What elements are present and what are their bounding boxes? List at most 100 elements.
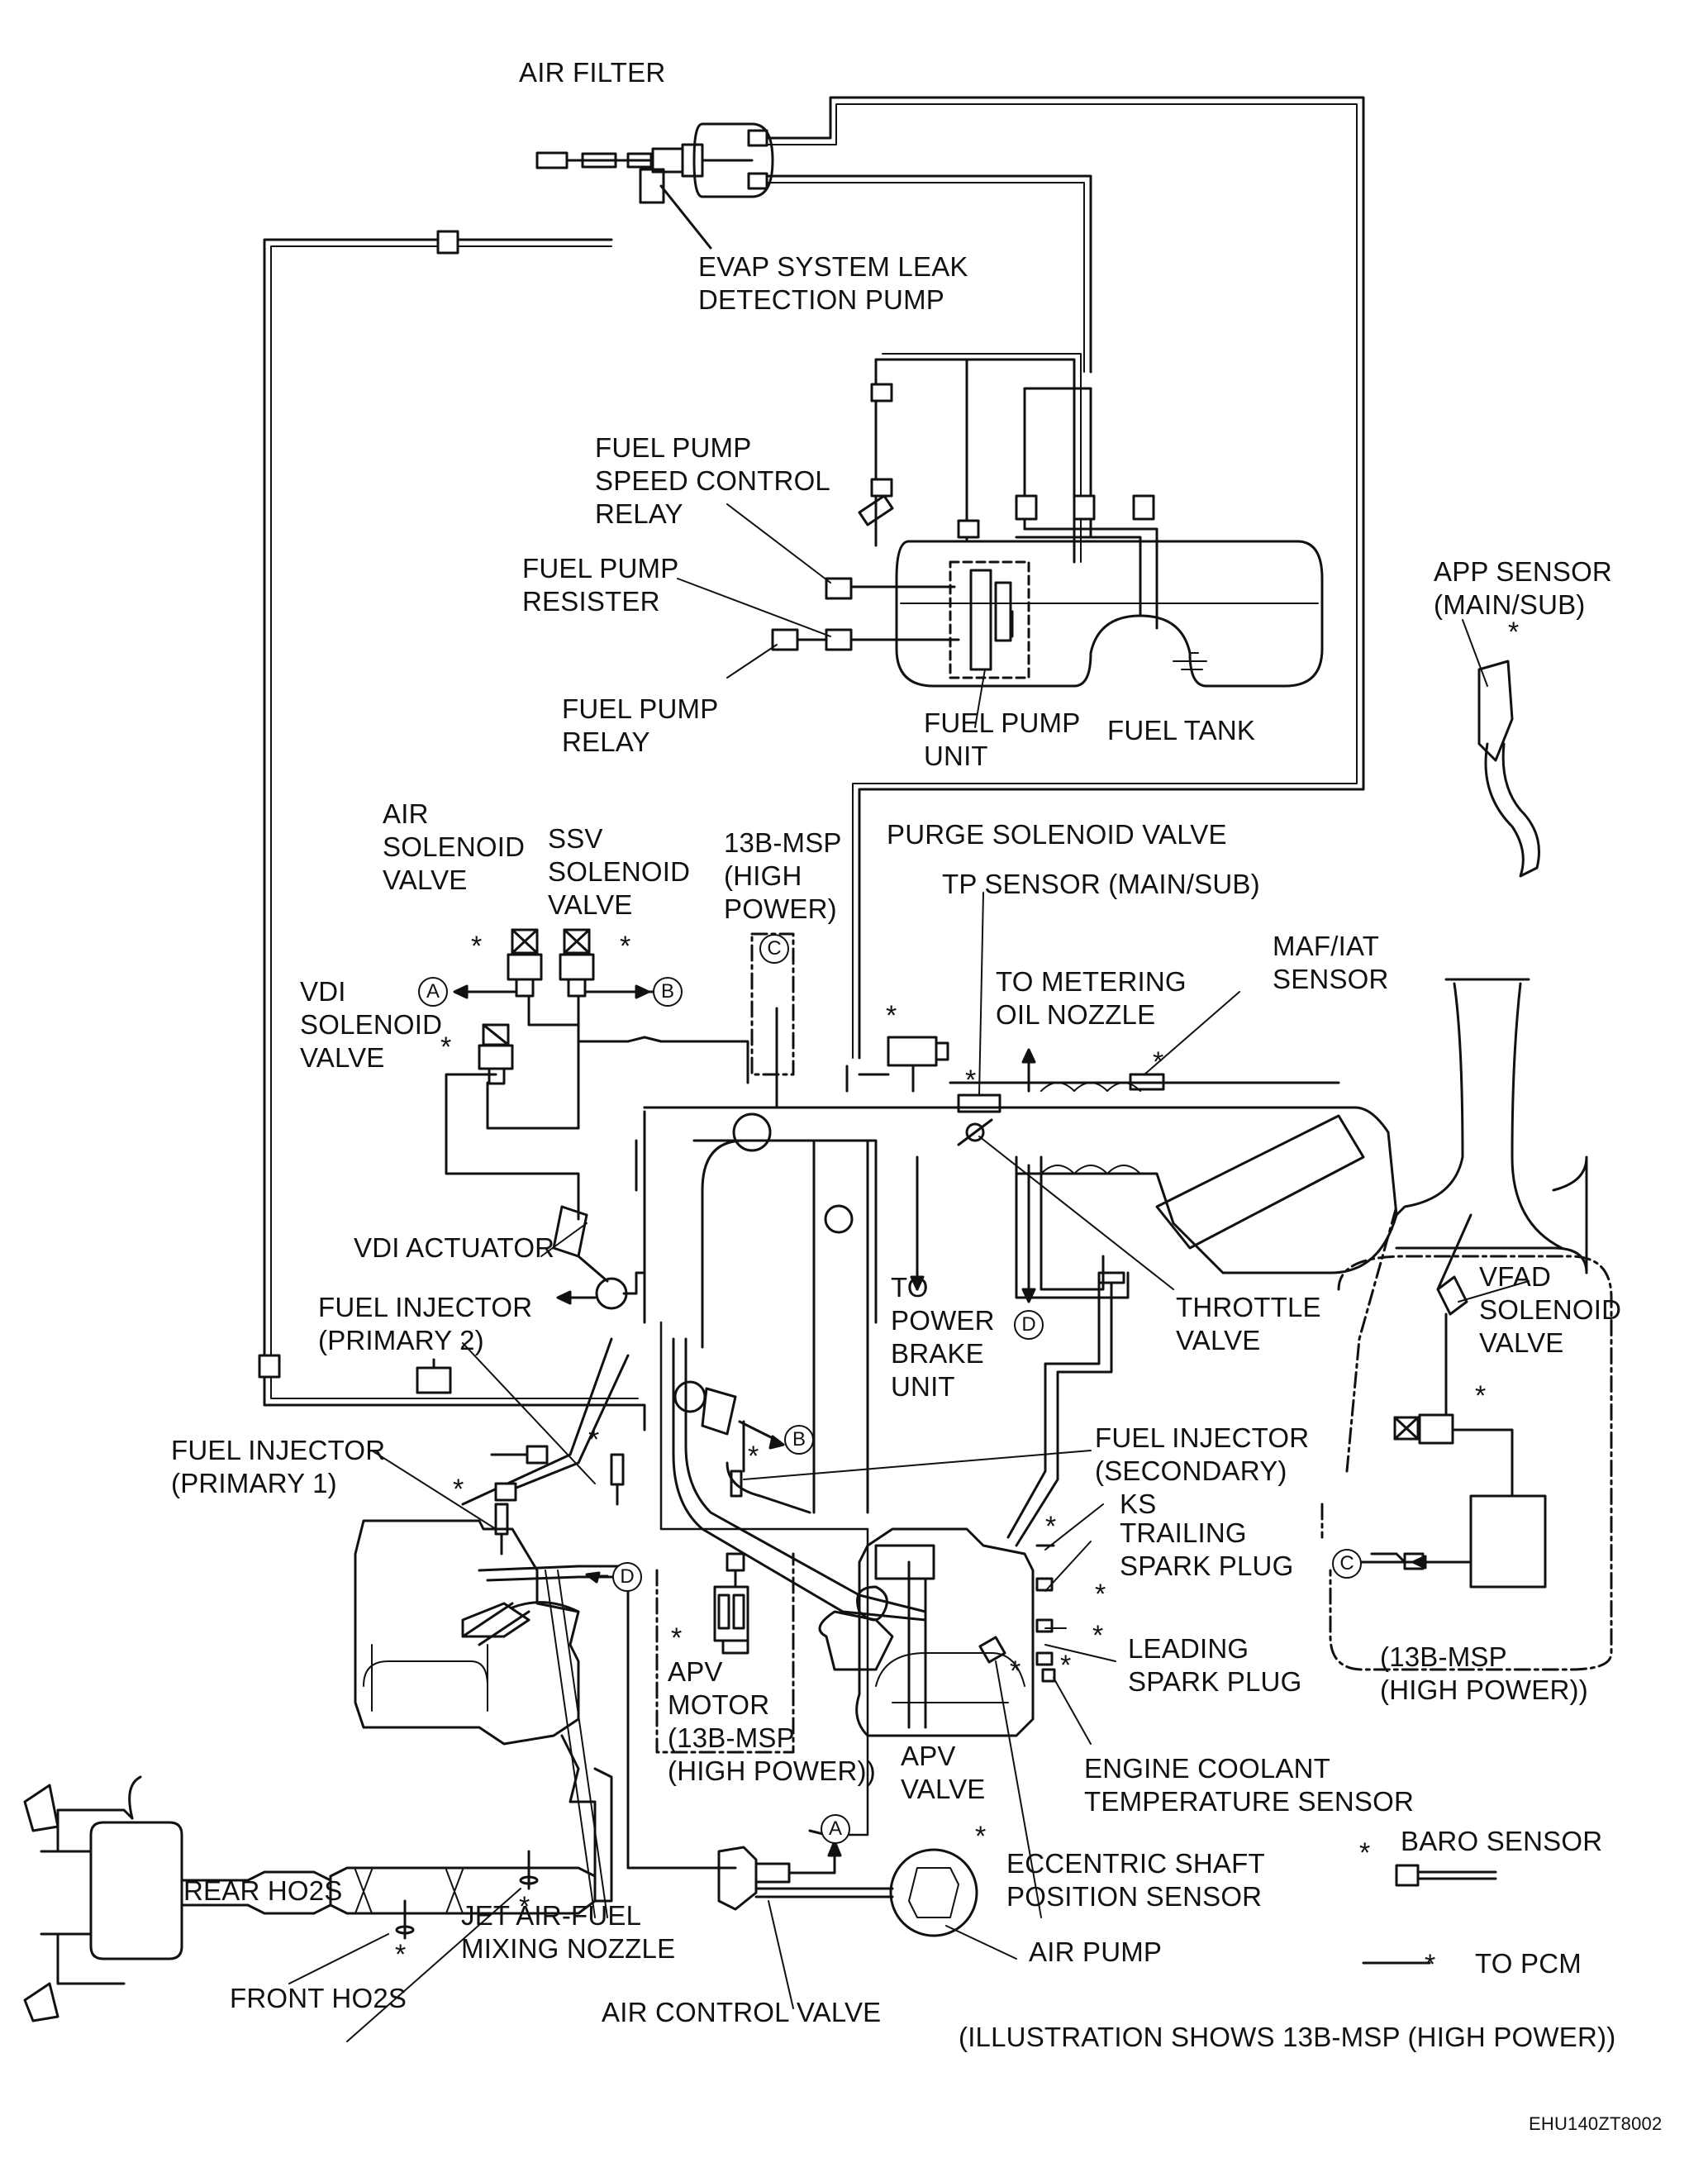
- hose-leak-pump-to-tank: [765, 174, 1092, 374]
- maf-iat-sensor: [1129, 991, 1240, 1091]
- asterisk: *: [519, 1891, 530, 1922]
- hose-left-loop: [263, 238, 646, 1432]
- label-air-pump: AIR PUMP: [1029, 1936, 1163, 1967]
- illustration-note: (ILLUSTRATION SHOWS 13B-MSP (HIGH POWER)…: [959, 2022, 1616, 2052]
- fuel-tank: [895, 540, 1324, 688]
- asterisk: *: [886, 1000, 897, 1031]
- asterisk: *: [1095, 1579, 1106, 1610]
- connector-d-upper: D: [1014, 1310, 1044, 1340]
- asterisk: *: [395, 1939, 407, 1970]
- app-sensor-pedal: [1462, 619, 1540, 878]
- label-front-ho2s: FRONT HO2S: [230, 1983, 407, 2013]
- label-tp-sensor: TP SENSOR (MAIN/SUB): [942, 869, 1260, 899]
- connector-d-lower: D: [612, 1562, 642, 1592]
- hose-leak-pump-to-intake: [765, 96, 1365, 1060]
- asterisk: *: [975, 1821, 987, 1852]
- throttle-valve-body: [957, 1118, 993, 1146]
- asterisk: *: [620, 931, 631, 962]
- rear-ho2s: [395, 1899, 415, 1940]
- vfad-intake-pipe: [1395, 978, 1588, 1274]
- label-fuel-tank: FUEL TANK: [1107, 715, 1256, 746]
- intake-manifold: [643, 1081, 1398, 1274]
- label-13b-msp-high-power-right: (13B-MSP(HIGH POWER)): [1380, 1641, 1588, 1705]
- label-vdi-actuator: VDI ACTUATOR: [354, 1232, 555, 1263]
- connector-a-lower: A: [821, 1814, 850, 1844]
- asterisk: *: [1045, 1511, 1057, 1542]
- connector-b-lower: B: [784, 1425, 814, 1455]
- label-purge-solenoid-valve: PURGE SOLENOID VALVE: [887, 819, 1227, 850]
- tp-sensor: [957, 892, 1001, 1113]
- fuel-injector-secondary: [730, 1470, 743, 1498]
- evap-leak-detection-pump: [639, 122, 774, 250]
- asterisk: *: [1092, 1620, 1104, 1651]
- asterisk: *: [440, 1031, 452, 1063]
- label-air-filter: AIR FILTER: [519, 57, 666, 88]
- air-solenoid-valve: [507, 928, 543, 998]
- fuel-injector-primary-1: [494, 1503, 509, 1555]
- asterisk: *: [588, 1424, 600, 1455]
- purge-solenoid-valve: [887, 1036, 949, 1093]
- label-fuel-injector-secondary: FUEL INJECTOR(SECONDARY): [1095, 1422, 1310, 1486]
- label-fuel-injector-primary-1: FUEL INJECTOR(PRIMARY 1): [171, 1435, 386, 1498]
- asterisk: *: [1060, 1650, 1072, 1681]
- label-fuel-injector-primary-2: FUEL INJECTOR(PRIMARY 2): [318, 1292, 533, 1355]
- asterisk: *: [1508, 617, 1520, 648]
- asterisk: *: [1010, 1655, 1021, 1687]
- label-to-pcm: TO PCM: [1475, 1948, 1582, 1979]
- connector-b-upper: B: [653, 977, 683, 1007]
- exhaust-system: [23, 1734, 613, 2022]
- connector-a-upper: A: [418, 977, 448, 1007]
- connector-c-upper: C: [759, 934, 789, 964]
- label-baro-sensor: BARO SENSOR: [1401, 1826, 1603, 1856]
- vfad-vacuum-chamber: [1469, 1494, 1547, 1589]
- asterisk: *: [671, 1622, 683, 1654]
- rotary-engine-housing: [354, 1519, 1035, 1746]
- ssv-solenoid-valve: [559, 928, 595, 998]
- apv-motor: [713, 1552, 749, 1655]
- front-ho2s: [519, 1850, 539, 1890]
- air-filter-assembly: [535, 143, 754, 178]
- air-control-valve: [717, 1846, 836, 1911]
- asterisk: *: [1425, 1949, 1436, 1980]
- fuel-pump-speed-control-relay: [825, 577, 853, 600]
- connector-c-lower: C: [1332, 1549, 1362, 1579]
- label-ks: KS: [1120, 1489, 1157, 1519]
- label-rear-ho2s: REAR HO2S: [183, 1875, 343, 1906]
- asterisk: *: [1475, 1380, 1487, 1412]
- baro-sensor-legend: [1395, 1864, 1497, 1887]
- fuel-injector-primary-2: [610, 1453, 625, 1506]
- figure-code: EHU140ZT8002: [1529, 2113, 1663, 2134]
- vfad-solenoid-valve: [1393, 1213, 1530, 1445]
- apv-valve: [818, 1544, 935, 1671]
- secondary-shutter-actuator: [673, 1380, 737, 1436]
- label-app-sensor: APP SENSOR(MAIN/SUB): [1434, 556, 1612, 620]
- asterisk: *: [1359, 1837, 1371, 1869]
- air-pump: [889, 1848, 978, 1937]
- asterisk: *: [1153, 1046, 1164, 1078]
- fuel-pump-resister: [825, 628, 853, 651]
- asterisk: *: [965, 1065, 977, 1096]
- fuel-pump-relay: [771, 628, 799, 651]
- asterisk: *: [748, 1441, 759, 1472]
- asterisk: *: [471, 931, 483, 962]
